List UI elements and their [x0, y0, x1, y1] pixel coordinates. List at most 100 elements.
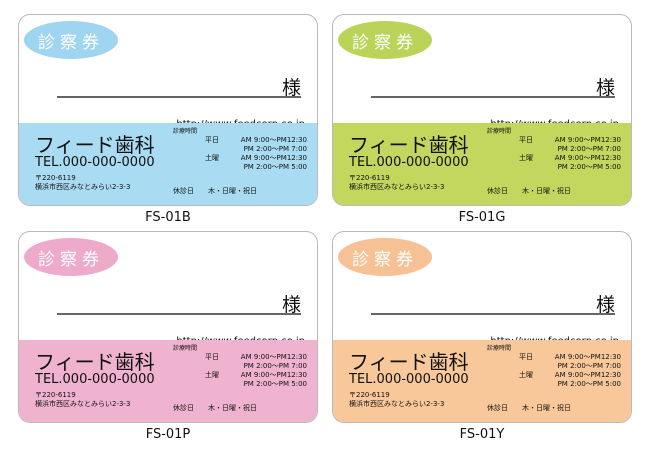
hours-day: [197, 380, 223, 389]
hours-title: 診療時間: [173, 345, 198, 352]
hours-day: [511, 145, 537, 154]
product-code: FS-01G: [458, 210, 506, 225]
hours-row: PM 2:00～PM 5:00: [511, 163, 621, 172]
closed-label: 休診日: [487, 187, 508, 195]
hours-row: 土曜 AM 9:00～PM12:30: [197, 154, 307, 163]
hours-row: 土曜 AM 9:00～PM12:30: [511, 154, 621, 163]
hours-time: PM 2:00～PM 7:00: [557, 145, 621, 153]
hours-time: PM 2:00～PM 5:00: [557, 163, 621, 171]
hours-table: 平日 AM 9:00～PM12:30 PM 2:00～PM 7:00 土曜 AM 9…: [511, 136, 621, 172]
clinic-zip: 〒220-6119: [349, 174, 390, 182]
closed-label: 休診日: [173, 404, 194, 412]
card-fs-01g[interactable]: 診察券 様 http://www.feedcorp.co.jp フィード歯科 T…: [332, 14, 632, 225]
clinic-name: フィード歯科: [35, 350, 155, 374]
hours-title: 診療時間: [173, 128, 198, 135]
hours-row: PM 2:00～PM 7:00: [511, 362, 621, 371]
card-fs-01p[interactable]: 診察券 様 http://www.feedcorp.co.jp フィード歯科 T…: [18, 231, 318, 442]
card-footer: フィード歯科 TEL.000-000-0000 〒220-6119 横浜市西区み…: [333, 123, 631, 205]
card-body: 診察券 様 http://www.feedcorp.co.jp フィード歯科 T…: [18, 231, 318, 423]
hours-time: AM 9:00～PM12:30: [240, 154, 307, 162]
clinic-name: フィード歯科: [349, 133, 469, 157]
hours-day: 平日: [519, 353, 533, 361]
hours-time: AM 9:00～PM12:30: [240, 353, 307, 361]
clinic-zip: 〒220-6119: [35, 391, 76, 399]
hours-day: [197, 145, 223, 154]
hours-row: PM 2:00～PM 5:00: [197, 163, 307, 172]
hours-time: AM 9:00～PM12:30: [554, 154, 621, 162]
card-footer: フィード歯科 TEL.000-000-0000 〒220-6119 横浜市西区み…: [333, 340, 631, 422]
card-fs-01y[interactable]: 診察券 様 http://www.feedcorp.co.jp フィード歯科 T…: [332, 231, 632, 442]
card-body: 診察券 様 http://www.feedcorp.co.jp フィード歯科 T…: [332, 231, 632, 423]
name-line: [371, 96, 615, 98]
closed-value: 木・日曜・祝日: [522, 404, 571, 412]
name-line: [57, 313, 301, 315]
hours-day: [197, 163, 223, 172]
hours-day: 土曜: [205, 154, 219, 162]
hours-row: PM 2:00～PM 7:00: [511, 145, 621, 154]
clinic-tel: TEL.000-000-0000: [349, 155, 469, 170]
card-footer: フィード歯科 TEL.000-000-0000 〒220-6119 横浜市西区み…: [19, 123, 317, 205]
card-title: 様: [595, 77, 615, 99]
hours-time: AM 9:00～PM12:30: [240, 136, 307, 144]
hours-time: AM 9:00～PM12:30: [554, 371, 621, 379]
hours-time: PM 2:00～PM 5:00: [243, 163, 307, 171]
card-badge: 診察券: [24, 238, 118, 276]
hours-time: PM 2:00～PM 5:00: [557, 380, 621, 388]
hours-day: 土曜: [519, 154, 533, 162]
hours-day: [511, 163, 537, 172]
card-title: 様: [281, 294, 301, 316]
hours-row: PM 2:00～PM 7:00: [197, 145, 307, 154]
closed-label: 休診日: [487, 404, 508, 412]
card-fs-01b[interactable]: 診察券 様 http://www.feedcorp.co.jp フィード歯科 T…: [18, 14, 318, 225]
hours-row: PM 2:00～PM 5:00: [197, 380, 307, 389]
closed-days: 休診日木・日曜・祝日: [487, 186, 571, 196]
hours-time: AM 9:00～PM12:30: [554, 353, 621, 361]
clinic-zip: 〒220-6119: [35, 174, 76, 182]
name-line: [371, 313, 615, 315]
hours-time: PM 2:00～PM 7:00: [243, 362, 307, 370]
hours-time: PM 2:00～PM 5:00: [243, 380, 307, 388]
hours-day: [197, 362, 223, 371]
clinic-tel: TEL.000-000-0000: [349, 372, 469, 387]
card-badge: 診察券: [338, 238, 432, 276]
hours-day: [511, 380, 537, 389]
name-line: [57, 96, 301, 98]
hours-row: 平日 AM 9:00～PM12:30: [511, 353, 621, 362]
hours-time: PM 2:00～PM 7:00: [557, 362, 621, 370]
clinic-name: フィード歯科: [349, 350, 469, 374]
hours-table: 平日 AM 9:00～PM12:30 PM 2:00～PM 7:00 土曜 AM 9…: [197, 136, 307, 172]
hours-day: 平日: [205, 353, 219, 361]
card-title: 様: [595, 294, 615, 316]
clinic-address: 横浜市西区みなとみらい2-3-3: [35, 183, 131, 191]
card-title: 様: [281, 77, 301, 99]
hours-time: AM 9:00～PM12:30: [554, 136, 621, 144]
closed-days: 休診日木・日曜・祝日: [173, 186, 257, 196]
hours-row: PM 2:00～PM 7:00: [197, 362, 307, 371]
closed-value: 木・日曜・祝日: [208, 187, 257, 195]
clinic-address: 横浜市西区みなとみらい2-3-3: [349, 183, 445, 191]
card-footer: フィード歯科 TEL.000-000-0000 〒220-6119 横浜市西区み…: [19, 340, 317, 422]
hours-day: [511, 362, 537, 371]
clinic-zip: 〒220-6119: [349, 391, 390, 399]
hours-row: PM 2:00～PM 5:00: [511, 380, 621, 389]
product-code: FS-01P: [145, 427, 191, 442]
card-badge: 診察券: [24, 21, 118, 59]
hours-day: 土曜: [205, 371, 219, 379]
hours-title: 診療時間: [487, 128, 512, 135]
hours-row: 平日 AM 9:00～PM12:30: [511, 136, 621, 145]
closed-value: 木・日曜・祝日: [208, 404, 257, 412]
hours-row: 平日 AM 9:00～PM12:30: [197, 136, 307, 145]
clinic-tel: TEL.000-000-0000: [35, 372, 155, 387]
hours-row: 土曜 AM 9:00～PM12:30: [511, 371, 621, 380]
card-body: 診察券 様 http://www.feedcorp.co.jp フィード歯科 T…: [332, 14, 632, 206]
hours-row: 平日 AM 9:00～PM12:30: [197, 353, 307, 362]
hours-table: 平日 AM 9:00～PM12:30 PM 2:00～PM 7:00 土曜 AM 9…: [511, 353, 621, 389]
closed-days: 休診日 木・日曜・祝日: [487, 403, 571, 413]
hours-day: 平日: [205, 136, 219, 144]
clinic-name: フィード歯科: [35, 133, 155, 157]
hours-day: 土曜: [519, 371, 533, 379]
hours-day: 平日: [519, 136, 533, 144]
clinic-address: 横浜市西区みなとみらい2-3-3: [349, 400, 445, 408]
clinic-address: 横浜市西区みなとみらい2-3-3: [35, 400, 131, 408]
